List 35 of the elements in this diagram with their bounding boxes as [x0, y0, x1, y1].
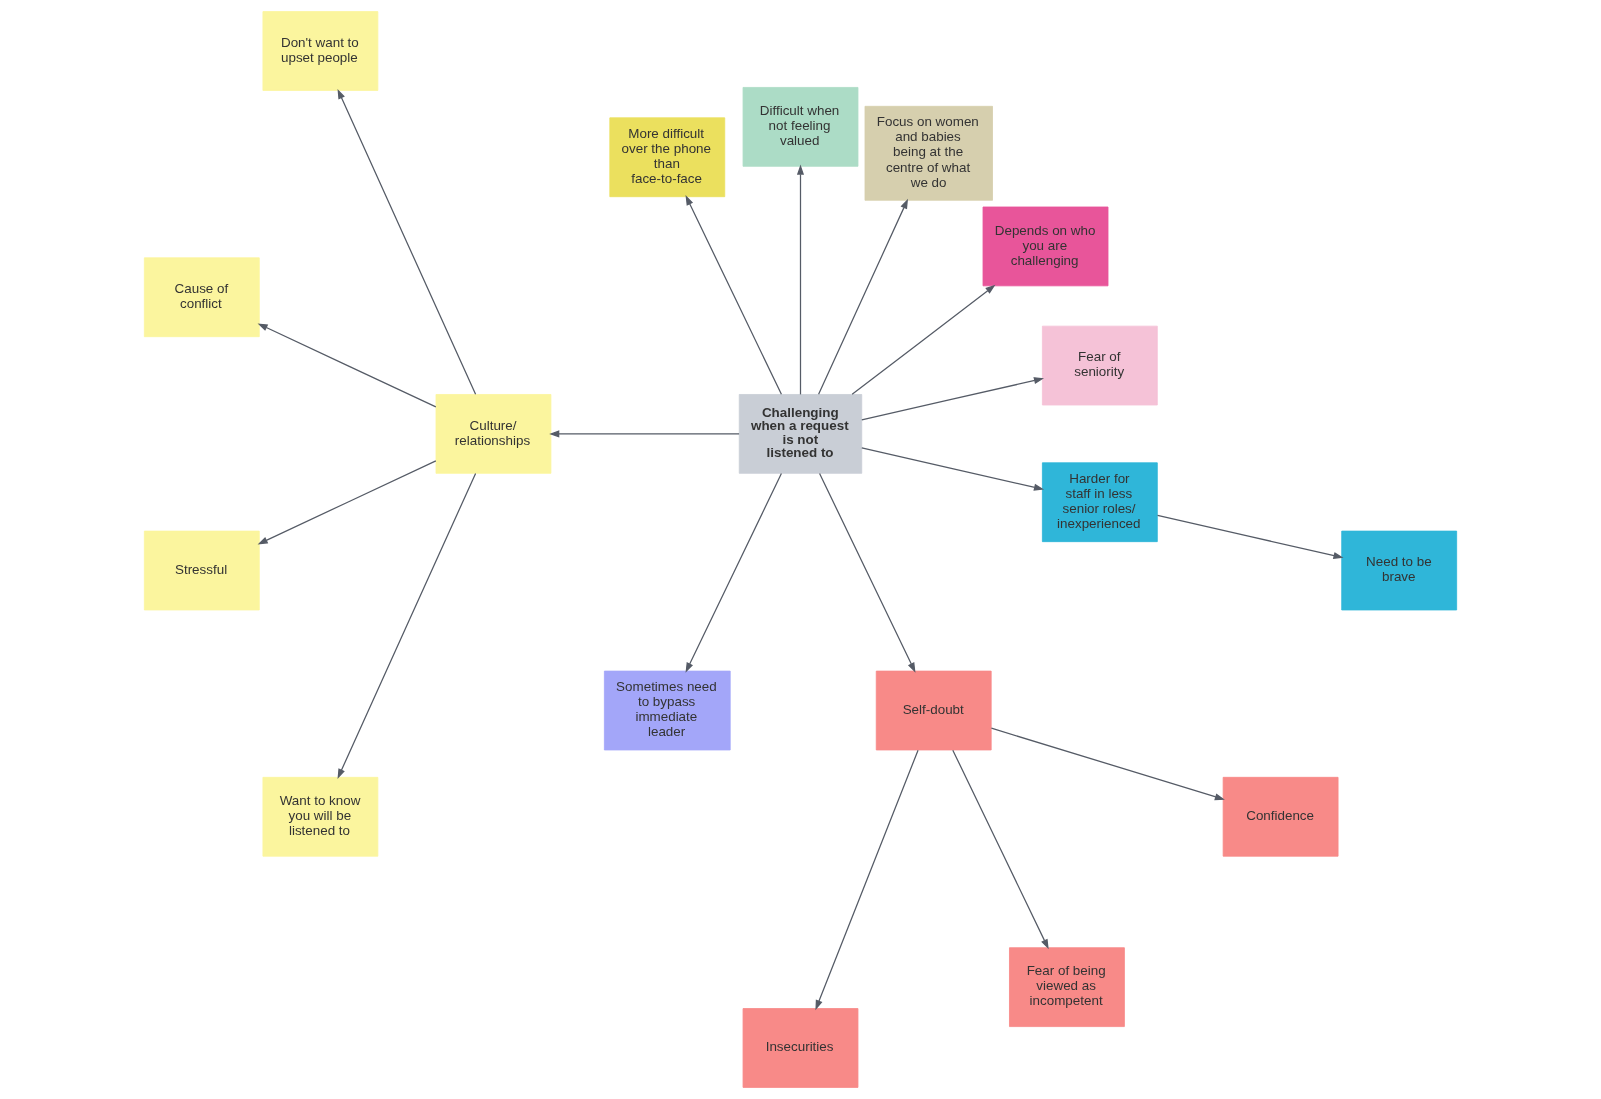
arrow: [861, 447, 1045, 491]
node-box: Want to know you will be listened to: [262, 776, 379, 857]
node-box: Focus on women and babies being at the centre of what we do: [864, 105, 993, 201]
node-box: Fear of being viewed as incompetent: [1009, 947, 1125, 1027]
arrow: [796, 164, 805, 395]
node-box: Stressful: [143, 530, 260, 611]
arrow: [851, 284, 996, 395]
node-box: More difficult over the phone than face-to-face: [609, 117, 726, 198]
arrow: [815, 749, 919, 1011]
arrow: [861, 377, 1045, 421]
node-box: Self-doubt: [875, 670, 992, 751]
node-box: Cause of conflict: [143, 257, 260, 338]
arrow: [1156, 514, 1344, 560]
arrow: [549, 430, 740, 438]
arrow: [817, 198, 908, 395]
arrow: [952, 749, 1049, 950]
node-box: Fear of seniority: [1041, 325, 1158, 406]
node-box: Harder for staff in less senior roles/ inexperienced: [1041, 462, 1158, 543]
node-box: Culture/ relationships: [435, 394, 552, 474]
arrow: [685, 195, 783, 395]
arrow: [257, 323, 437, 408]
node-box: Don't want to upset people: [262, 11, 379, 91]
node-box: Sometimes need to bypass immediate leader: [603, 670, 731, 751]
arrow: [337, 88, 477, 395]
node-box: Confidence: [1222, 776, 1339, 857]
arrow: [990, 727, 1225, 801]
arrow: [257, 460, 437, 545]
node-box: Depends on who you are challenging: [982, 206, 1109, 287]
node-box: Difficult when not feeling valued: [742, 87, 859, 167]
node-box: Insecurities: [742, 1008, 859, 1088]
node-box: Challenging when a request is not listened to: [738, 394, 863, 474]
arrow: [337, 472, 477, 779]
arrow: [818, 472, 916, 673]
node-box: Need to be brave: [1341, 530, 1458, 611]
arrow: [685, 472, 783, 673]
